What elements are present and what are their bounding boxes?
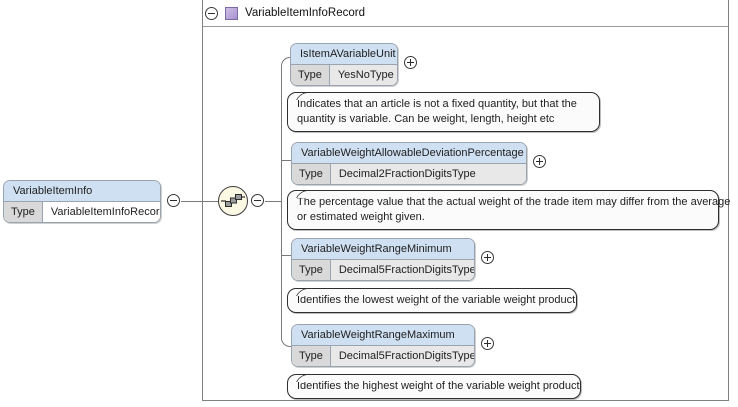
annotation-line: or estimated weight given. [297, 211, 425, 223]
sequence-compositor-icon[interactable] [218, 186, 248, 216]
annotation-3: Identifies the lowest weight of the vari… [287, 288, 577, 313]
node-variable-weight-allowable-deviation-percentage[interactable]: VariableWeightAllowableDeviationPercenta… [291, 142, 527, 185]
root-collapse-icon[interactable] [167, 194, 180, 207]
annotation-line: Identifies the highest weight of the var… [297, 380, 580, 392]
node-type-row: Type Decimal2FractionDigitsType [292, 164, 526, 184]
node-type-value: VariableItemInfoRecord [42, 202, 160, 222]
annotation-2: The percentage value that the actual wei… [287, 190, 731, 230]
complex-type-swatch-icon [225, 6, 238, 20]
connector-branch-3 [281, 255, 292, 256]
annotation-4: Identifies the highest weight of the var… [287, 374, 581, 399]
annotation-line: The percentage value that the actual wei… [297, 196, 731, 208]
node-type-label: Type [292, 164, 331, 184]
record-collapse-icon[interactable] [205, 6, 218, 20]
node-type-value: Decimal5FractionDigitsType [330, 260, 474, 280]
record-header: VariableItemInfoRecord [205, 3, 365, 23]
node-type-label: Type [4, 202, 43, 222]
connector-branch-2 [281, 160, 292, 161]
node-type-row: Type Decimal5FractionDigitsType [292, 346, 474, 366]
node-expand-icon-2[interactable] [533, 155, 546, 168]
node-type-label: Type [291, 65, 330, 85]
node-variable-weight-range-minimum[interactable]: VariableWeightRangeMinimum Type Decimal5… [291, 238, 475, 281]
node-type-row: Type Decimal5FractionDigitsType [292, 260, 474, 280]
node-name: VariableWeightAllowableDeviationPercenta… [292, 143, 526, 164]
connector-corner-top [281, 57, 291, 67]
annotation-1: Indicates that an article is not a fixed… [287, 92, 600, 132]
connector-sequence-stub [265, 201, 281, 202]
annotation-line: Indicates that an article is not a fixed… [297, 98, 577, 110]
node-type-label: Type [292, 346, 331, 366]
sequence-collapse-icon[interactable] [251, 194, 264, 207]
node-is-item-a-variable-unit[interactable]: IsItemAVariableUnit Type YesNoType [290, 43, 398, 86]
node-variable-weight-range-maximum[interactable]: VariableWeightRangeMaximum Type Decimal5… [291, 324, 475, 367]
node-variable-item-info[interactable]: VariableItemInfo Type VariableItemInfoRe… [3, 180, 161, 223]
node-expand-icon-3[interactable] [481, 251, 494, 264]
node-name: IsItemAVariableUnit [291, 44, 397, 65]
node-type-value: Decimal2FractionDigitsType [330, 164, 526, 184]
node-type-value: YesNoType [329, 65, 397, 85]
record-container [202, 0, 729, 401]
connector-root-to-sequence [181, 201, 218, 202]
node-type-label: Type [292, 260, 331, 280]
record-title: VariableItemInfoRecord [245, 7, 365, 19]
annotation-line: Identifies the lowest weight of the vari… [297, 294, 576, 306]
node-type-row: Type VariableItemInfoRecord [4, 202, 160, 222]
node-name: VariableWeightRangeMinimum [292, 239, 474, 260]
record-header-rule [203, 26, 728, 27]
connector-spine [281, 66, 282, 338]
node-name: VariableItemInfo [4, 181, 160, 202]
node-expand-icon-4[interactable] [481, 337, 494, 350]
annotation-line: quantity is variable. Can be weight, len… [297, 113, 555, 125]
node-type-value: Decimal5FractionDigitsType [330, 346, 474, 366]
node-expand-icon-1[interactable] [404, 56, 417, 69]
node-type-row: Type YesNoType [291, 65, 397, 85]
node-name: VariableWeightRangeMaximum [292, 325, 474, 346]
